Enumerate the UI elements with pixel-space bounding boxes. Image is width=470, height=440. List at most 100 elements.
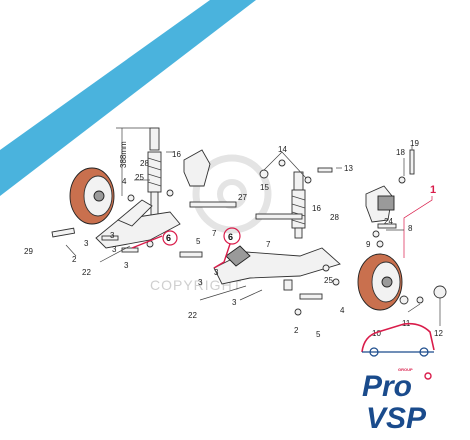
part-number-9: 9	[366, 240, 371, 249]
center-nut-14b	[304, 176, 312, 184]
center-pivot	[225, 245, 251, 267]
part-number-27: 27	[238, 193, 247, 202]
watermark-ring	[192, 154, 272, 234]
part-number-22b: 22	[188, 311, 197, 320]
part-number-3a: 3	[84, 239, 89, 248]
part-number-15: 15	[260, 183, 269, 192]
part-number-22a: 22	[82, 268, 91, 277]
center-callout-circle	[223, 227, 241, 245]
center-bolt-5a	[179, 251, 203, 258]
center-nut-2b	[294, 308, 302, 316]
left-drum-hub	[93, 190, 105, 202]
leader-22b	[199, 285, 247, 301]
logo-accent-dot	[424, 372, 432, 380]
left-part-numbers: 16 28 4 25 29 2 3 22 3 3 3	[24, 150, 181, 277]
center-bolt-5b	[299, 293, 323, 300]
part-number-4b: 4	[340, 306, 345, 315]
center-nut-15	[259, 169, 269, 179]
part-number-10: 10	[372, 329, 381, 338]
part-number-12: 12	[434, 329, 443, 338]
center-bolt-27	[189, 201, 237, 208]
center-shock-rod	[294, 227, 303, 239]
dimension-label: 388mm	[119, 141, 128, 168]
left-shock-coils	[147, 157, 162, 187]
part-number-5a: 5	[196, 237, 201, 246]
leader-3g	[239, 289, 263, 301]
left-shock-spring	[147, 151, 162, 193]
part-number-28a: 28	[140, 159, 149, 168]
right-nut-18	[398, 176, 406, 184]
left-nut-4	[127, 194, 135, 202]
center-assembly: 6	[179, 151, 342, 316]
right-bolt-19	[409, 149, 415, 175]
part-number-2b: 2	[294, 326, 299, 335]
part-number-13: 13	[344, 164, 353, 173]
part-number-24: 24	[384, 217, 393, 226]
right-bracket-block	[377, 195, 395, 211]
part-number-19: 19	[410, 139, 419, 148]
provsp-logo: GROUP Pro VSP	[361, 322, 435, 435]
center-shock-top	[293, 171, 304, 191]
part-number-25a: 25	[135, 173, 144, 182]
leader-14b	[281, 151, 307, 179]
part-number-5b: 5	[316, 330, 321, 339]
left-nut-25	[166, 189, 174, 197]
left-upper-bracket	[183, 149, 211, 187]
part-number-3c: 3	[112, 245, 117, 254]
right-nut-10	[399, 295, 409, 305]
logo-line1: Pro	[362, 370, 412, 403]
right-drum-hub	[381, 276, 393, 288]
part-number-3b: 3	[110, 231, 115, 240]
right-nut-9	[376, 240, 384, 248]
leader-14a	[263, 151, 283, 171]
right-nut-11	[416, 296, 424, 304]
part-number-29: 29	[24, 247, 33, 256]
part-number-16a: 16	[172, 150, 181, 159]
center-callout-line	[213, 243, 231, 269]
left-brake-drum	[69, 167, 115, 225]
leader-11	[407, 303, 421, 313]
part-number-3e: 3	[198, 278, 203, 287]
part-number-4a: 4	[122, 177, 127, 186]
left-arm-bracket	[117, 199, 153, 227]
logo-tag: GROUP	[398, 367, 413, 372]
right-assembly	[357, 146, 447, 326]
right-cap-12	[433, 285, 447, 299]
right-bolt-8	[377, 223, 397, 229]
part-number-14: 14	[278, 145, 287, 154]
part-number-7b: 7	[266, 240, 271, 249]
part-number-25b: 25	[324, 276, 333, 285]
left-callout-label: 6	[166, 233, 171, 243]
part-number-28b: 28	[330, 213, 339, 222]
part-number-7a: 7	[212, 229, 217, 238]
leader-22a	[99, 245, 131, 263]
center-bolt-28	[255, 213, 303, 220]
assembly-leader	[403, 196, 433, 258]
part-number-18: 18	[396, 148, 405, 157]
part-number-3g: 3	[232, 298, 237, 307]
car-outline-icon	[361, 322, 435, 357]
center-shock-absorber	[291, 171, 306, 239]
leader-2a	[65, 244, 77, 257]
center-nut-25b	[322, 264, 330, 272]
center-nut-14a	[278, 159, 286, 167]
left-shock-absorber	[147, 127, 162, 227]
center-shock-coils	[291, 195, 306, 225]
logo-line2: VSP	[366, 402, 427, 435]
center-bushing	[283, 279, 293, 291]
left-callout-circle	[162, 230, 178, 246]
watermark-text: COPYRIGHT	[150, 277, 242, 293]
banner-stripe	[0, 0, 256, 196]
center-nut-4b	[332, 278, 340, 286]
left-bolt-29	[51, 227, 76, 238]
part-number-8: 8	[408, 224, 413, 233]
center-callout-label: 6	[228, 232, 233, 242]
left-callout-line	[131, 235, 163, 249]
center-bolt-13	[317, 167, 333, 173]
left-assembly: 388mm 6	[51, 127, 211, 263]
right-brake-drum	[357, 253, 403, 311]
left-shock-top	[149, 127, 160, 151]
center-part-numbers: 14 15 13 27 16 7 7 5 3 3 22 3 28 25 4 2 …	[188, 145, 353, 339]
